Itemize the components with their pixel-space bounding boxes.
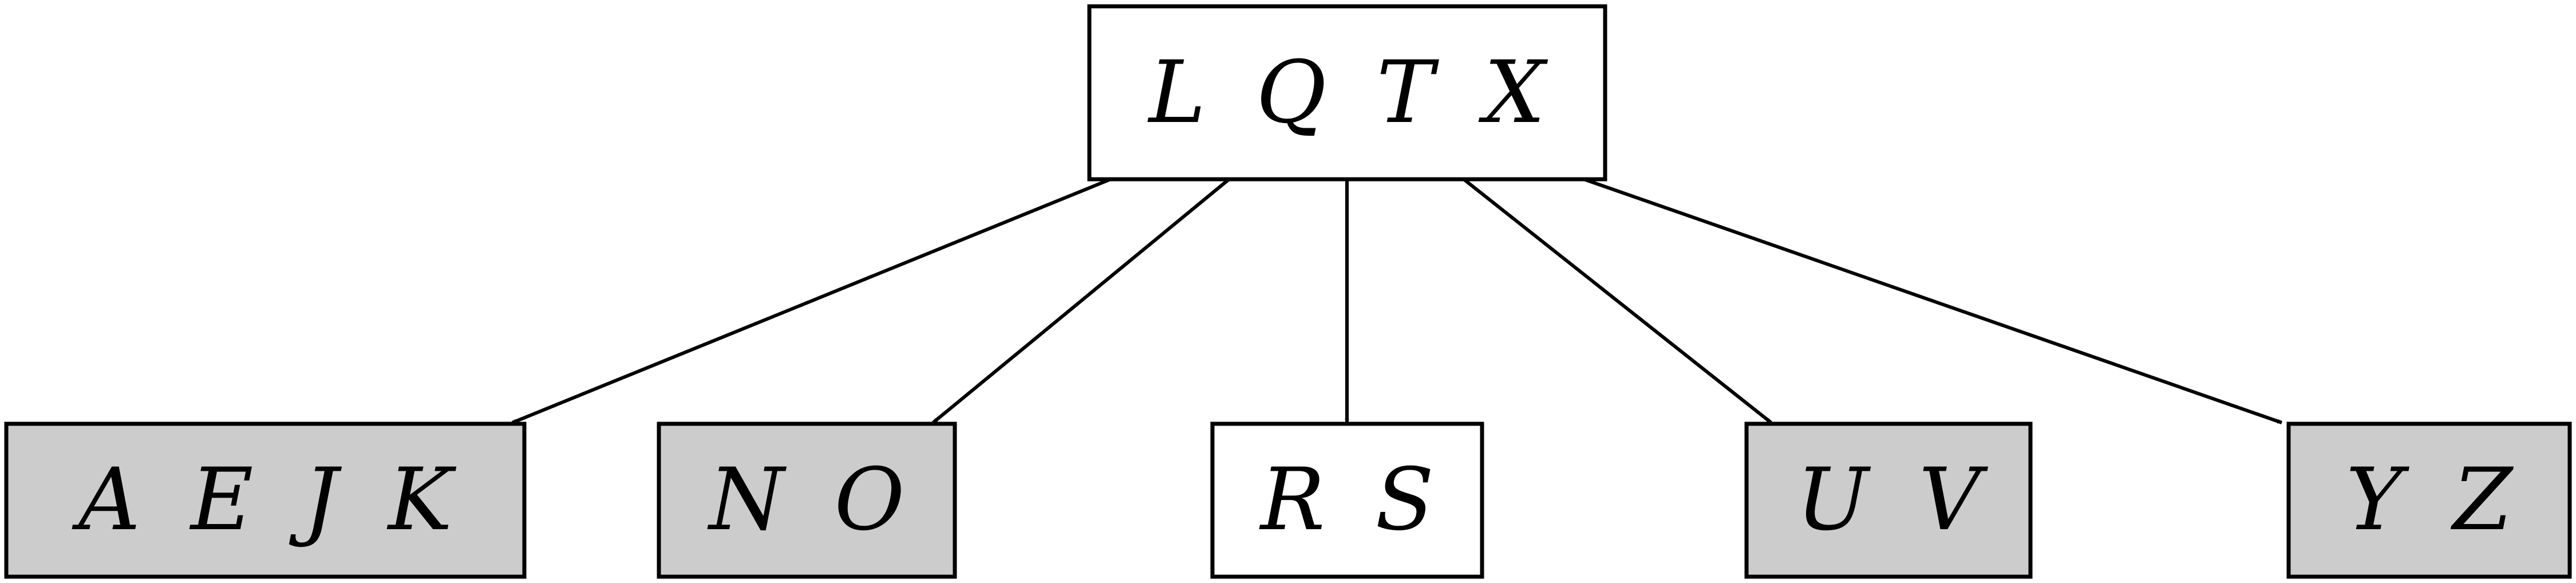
- child-box: [2286, 422, 2572, 579]
- root-label: L Q T X: [1147, 43, 1548, 143]
- child-box: [1210, 422, 1484, 579]
- child-box: [4, 422, 527, 579]
- child-node-1: A E J K: [4, 422, 527, 579]
- child-node-3: R S: [1210, 422, 1484, 579]
- child-node-5: Y Z: [2286, 422, 2572, 579]
- child-node-2: N O: [657, 422, 957, 579]
- edge-root-to-child-1: [511, 178, 1112, 424]
- child-label: U V: [1796, 450, 1989, 550]
- edge-root-to-child-2: [932, 178, 1230, 424]
- child-label: R S: [1259, 450, 1434, 550]
- child-label: N O: [708, 450, 905, 550]
- edge-root-to-child-4: [1463, 178, 1772, 424]
- child-label: A E J K: [72, 450, 457, 550]
- child-box: [657, 422, 957, 579]
- child-box: [1744, 422, 2033, 579]
- child-node-4: U V: [1744, 422, 2033, 579]
- root-node: L Q T X: [1087, 4, 1607, 182]
- root-box: [1087, 4, 1607, 182]
- edge-root-to-child-5: [1583, 178, 2282, 424]
- child-label: Y Z: [2346, 450, 2514, 550]
